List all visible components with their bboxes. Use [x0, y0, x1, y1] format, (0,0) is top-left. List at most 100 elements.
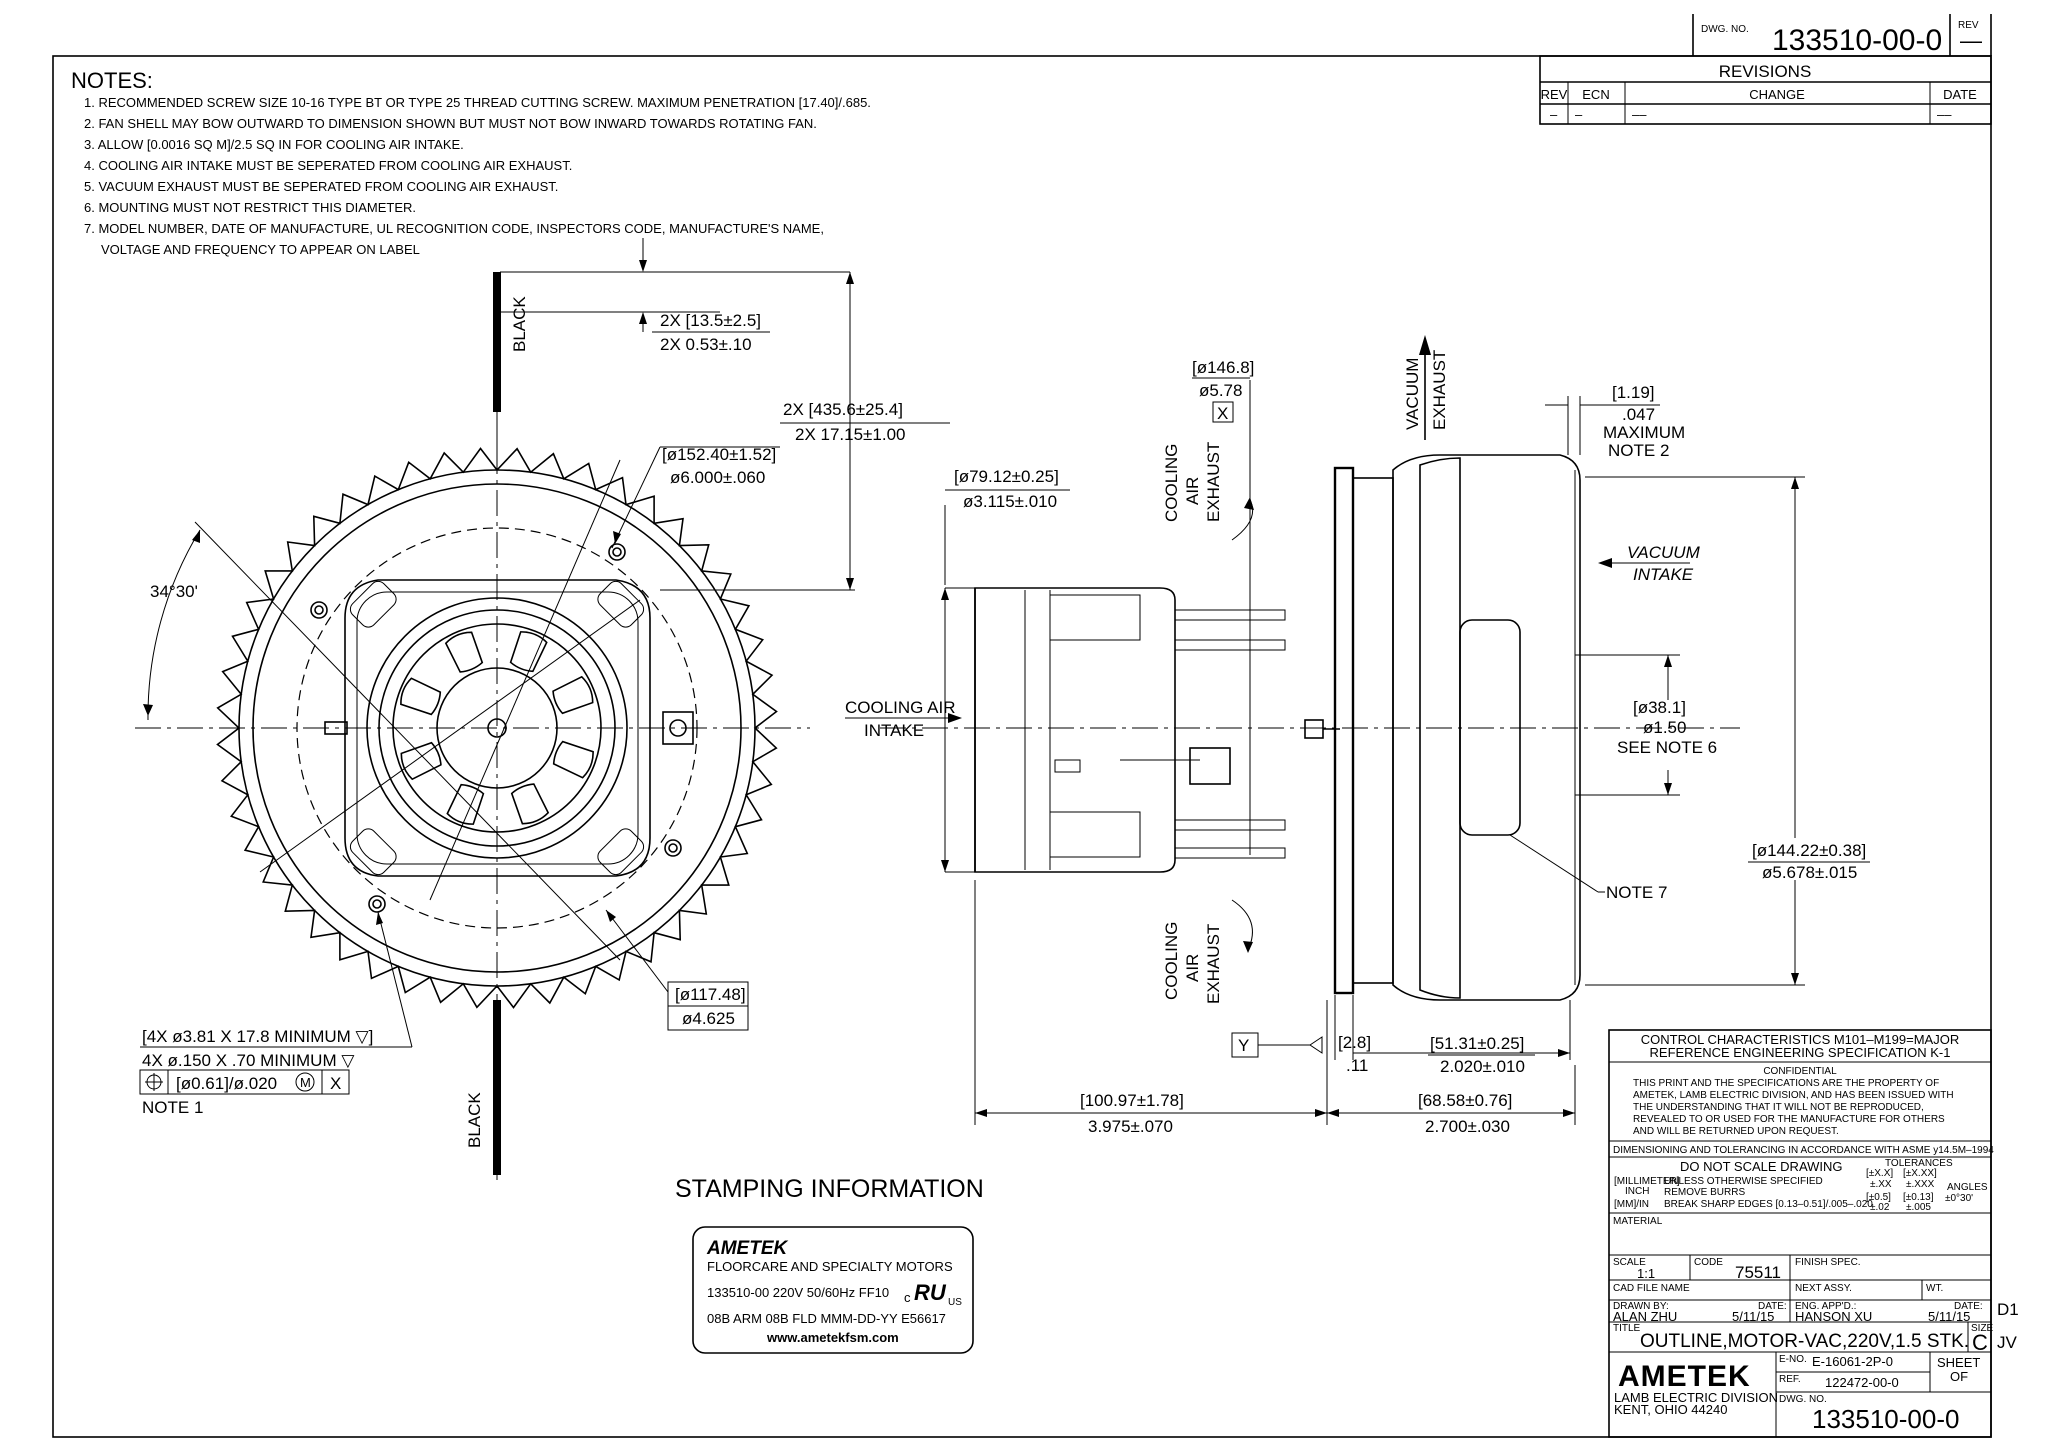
- sheet-label: SHEET: [1937, 1355, 1980, 1370]
- side-mark-d1: D1: [1997, 1300, 2019, 1319]
- label-note-ref: NOTE 7: [1606, 883, 1667, 902]
- dim-motor-dia-mm: [ø79.12±0.25]: [954, 467, 1059, 486]
- size-label: SIZE: [1971, 1323, 1994, 1334]
- vent-slot: [509, 631, 548, 673]
- dim-bow-note: NOTE 2: [1608, 441, 1669, 460]
- corner-pocket: [597, 828, 645, 876]
- eno-label: E-NO.: [1779, 1354, 1807, 1365]
- units-mm-in: [MM]/IN: [1614, 1199, 1649, 1210]
- dim-wire-stub-in: 2X 0.53±.10: [660, 335, 752, 354]
- control-line-2: REFERENCE ENGINEERING SPECIFICATION K-1: [1650, 1045, 1951, 1060]
- ul-c: c: [904, 1290, 911, 1305]
- dim-bow-max: MAXIMUM: [1603, 423, 1685, 442]
- confidential-1: THIS PRINT AND THE SPECIFICATIONS ARE TH…: [1633, 1078, 1939, 1089]
- cooling-intake-label-1: COOLING AIR: [845, 698, 956, 717]
- dim-tol-standard: DIMENSIONING AND TOLERANCING IN ACCORDAN…: [1613, 1145, 1994, 1156]
- drawn-by-label: DRAWN BY:: [1613, 1301, 1669, 1312]
- vacuum-intake-label-2: INTAKE: [1633, 565, 1694, 584]
- confidential-4: REVEALED TO OR USED FOR THE MANUFACTURE …: [1633, 1114, 1945, 1125]
- cad-file-label: CAD FILE NAME: [1613, 1283, 1690, 1294]
- note-6: 6. MOUNTING MUST NOT RESTRICT THIS DIAME…: [84, 200, 416, 215]
- rev-cell-ecn: –: [1575, 107, 1583, 122]
- sheet-border: [52, 14, 1992, 1438]
- ref-label: REF.: [1779, 1374, 1801, 1385]
- fcf-modifier: M: [300, 1075, 311, 1090]
- dim-wire-len-mm: 2X [435.6±25.4]: [783, 400, 903, 419]
- stamping-line4: www.ametekfsm.com: [766, 1330, 899, 1345]
- side-view: Y VACUUM EXHAUST COOLING AIR EXHAUST COO…: [845, 335, 1870, 1136]
- wire-color-top: BLACK: [510, 296, 529, 352]
- drawing-title: OUTLINE,MOTOR-VAC,220V,1.5 STK.: [1640, 1331, 1969, 1352]
- corner-pocket: [597, 580, 645, 628]
- dwg-label: DWG. NO.: [1779, 1394, 1827, 1405]
- ametek-logo: AMETEK: [1618, 1360, 1751, 1393]
- feature-control-frame: [ø0.61]/ø.020 M X: [139, 1069, 350, 1095]
- tol-v1: [±0.5]: [1866, 1192, 1891, 1203]
- confidential-title: CONFIDENTIAL: [1763, 1066, 1837, 1077]
- code-label: CODE: [1694, 1257, 1723, 1268]
- cooling-exhaust-bottom-2: AIR: [1183, 954, 1202, 982]
- eng-date-label: DATE:: [1954, 1301, 1983, 1312]
- ref-value: 122472-00-0: [1825, 1375, 1899, 1390]
- title-label: TITLE: [1613, 1323, 1641, 1334]
- dim-eye-in: ø1.50: [1643, 718, 1686, 737]
- material-label: MATERIAL: [1613, 1216, 1663, 1227]
- unless-specified: UNLESS OTHERWISE SPECIFIED: [1664, 1176, 1823, 1187]
- revisions-table: REVISIONS REV ECN CHANGE DATE – – –– ––: [1539, 55, 1992, 125]
- vent-slot: [552, 675, 594, 715]
- dim-head-len-in: 2.700±.030: [1425, 1117, 1510, 1136]
- corner-pocket: [349, 828, 397, 876]
- dim-flange-mm: [2.8]: [1338, 1033, 1371, 1052]
- stamping-brand: AMETEK: [706, 1238, 789, 1259]
- units-mm: [MILLIMETER]: [1614, 1176, 1680, 1187]
- cooling-intake-label-2: INTAKE: [864, 721, 924, 740]
- confidential-3: THE UNDERSTANDING THAT IT WILL NOT BE RE…: [1633, 1102, 1924, 1113]
- terminal-block: [662, 711, 694, 745]
- stamping-line3: 08B ARM 08B FLD MMM-DD-YY E56617: [707, 1311, 946, 1326]
- dwg-number: 133510-00-0: [1812, 1404, 1959, 1434]
- vacuum-exhaust-label-1: VACUUM: [1403, 358, 1422, 430]
- drawn-date: 5/11/15: [1732, 1309, 1774, 1324]
- city: KENT, OHIO 44240: [1614, 1402, 1727, 1417]
- eng-by: HANSON XU: [1795, 1309, 1872, 1324]
- cooling-exhaust-top-1: COOLING: [1162, 444, 1181, 522]
- drawn-by: ALAN ZHU: [1613, 1309, 1677, 1324]
- vacuum-exhaust-label-2: EXHAUST: [1430, 350, 1449, 430]
- fcf-datum: X: [330, 1074, 341, 1093]
- note-5: 5. VACUUM EXHAUST MUST BE SEPERATED FROM…: [84, 179, 558, 194]
- vent-slot: [510, 783, 550, 825]
- corner-pocket: [349, 580, 397, 628]
- eng-date: 5/11/15: [1928, 1309, 1970, 1324]
- dim-eye-mm: [ø38.1]: [1633, 698, 1686, 717]
- dim-wire-len-in: 2X 17.15±1.00: [795, 425, 905, 444]
- break-edges: BREAK SHARP EDGES [0.13–0.51]/.005–.020: [1664, 1199, 1873, 1210]
- mmc-modifier-icon: [295, 1072, 315, 1092]
- vent-slot: [446, 783, 485, 825]
- units-in: INCH: [1625, 1186, 1649, 1197]
- dim-motor-dia-in: ø3.115±.010: [963, 492, 1057, 511]
- confidential-5: AND WILL BE RETURNED UPON REQUEST.: [1633, 1126, 1839, 1137]
- angles-value: ±0°30': [1945, 1193, 1973, 1204]
- cooling-exhaust-top-3: EXHAUST: [1204, 442, 1223, 522]
- tol-h4: ±.XXX: [1906, 1179, 1935, 1190]
- holes-note-ref: NOTE 1: [142, 1098, 203, 1117]
- rev-col-date: DATE: [1943, 87, 1977, 102]
- tol-v3: ±.02: [1870, 1202, 1890, 1213]
- vent-slot: [444, 631, 484, 673]
- cooling-exhaust-bottom-3: EXHAUST: [1204, 924, 1223, 1004]
- division: LAMB ELECTRIC DIVISION: [1614, 1390, 1778, 1405]
- dim-bolt-circle-mm: [ø152.40±1.52]: [662, 445, 776, 464]
- vacuum-intake-label-1: VACUUM: [1627, 543, 1701, 562]
- stamping-information: STAMPING INFORMATION AMETEK FLOORCARE AN…: [675, 1175, 984, 1354]
- tol-v4: ±.005: [1906, 1202, 1931, 1213]
- remove-burrs: REMOVE BURRS: [1664, 1187, 1745, 1198]
- vent-slot: [400, 677, 442, 716]
- note-7: 7. MODEL NUMBER, DATE OF MANUFACTURE, UL…: [84, 221, 824, 236]
- datum-x: X: [1217, 404, 1228, 423]
- tol-h1: [±X.X]: [1866, 1168, 1893, 1179]
- front-view: BLACK BLACK 2X [13.5±2.5] 2X 0.53±.10 2X…: [135, 238, 950, 1180]
- dim-hub-in: ø4.625: [682, 1009, 735, 1028]
- confidential-2: AMETEK, LAMB ELECTRIC DIVISION, AND HAS …: [1633, 1090, 1954, 1101]
- cooling-exhaust-top-2: AIR: [1183, 477, 1202, 505]
